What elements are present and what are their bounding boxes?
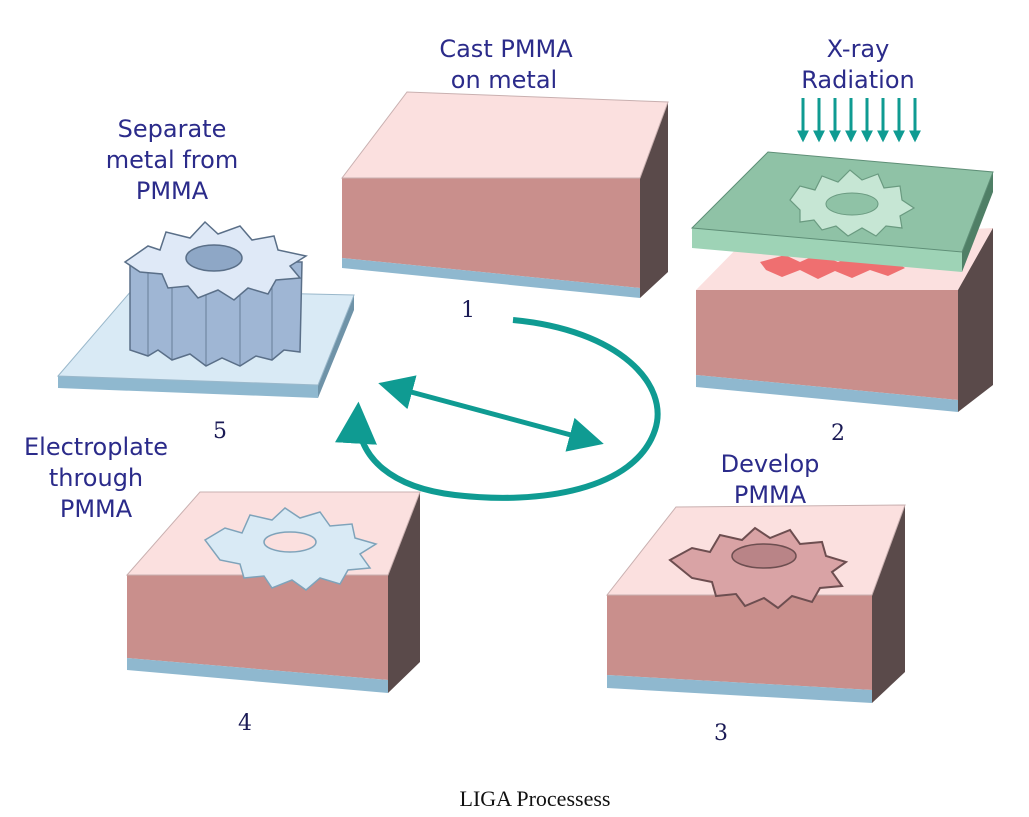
exposed-gear-pattern [760,254,905,279]
pmma-top-face [340,91,669,179]
mask-gear-hub [825,192,879,216]
metal-substrate [127,658,388,693]
step-2-block [690,151,994,412]
cavity-hub [731,543,797,569]
step-5-label-line-1: Separate [118,115,227,143]
metal-base-side [318,295,354,398]
step-3-number: 3 [714,721,728,746]
step-1-label-line-2: on metal [451,66,557,94]
step-3-label-line-2: PMMA [734,481,807,509]
step-2-label-line-2: Radiation [801,66,914,94]
step-5-block [56,220,355,398]
step-2-label: X-ray Radiation [801,35,914,94]
step-4-label-line-2: through [49,464,143,492]
step-3-block [605,504,906,703]
step-5-number: 5 [213,419,227,444]
xray-arrows [797,98,921,143]
step-4-label-line-1: Electroplate [24,433,168,461]
step-3-label-line-1: Develop [721,450,820,478]
gear-hub-hole [185,244,243,272]
pmma-front-face [342,178,640,288]
step-3-label: Develop PMMA [721,450,820,509]
step-1-label-line-1: Cast PMMA [439,35,573,63]
step-5-label: Separate metal from PMMA [106,115,238,205]
double-headed-arrow [378,375,604,452]
metal-substrate [607,675,872,703]
mask-front-face [692,228,962,272]
step-1-number: 1 [461,298,475,323]
gear-hub [263,531,317,553]
pmma-front-face [696,290,958,400]
step-2-number: 2 [831,421,845,446]
metal-substrate [696,375,958,412]
step-4-number: 4 [238,711,252,736]
pmma-front-face [607,595,872,690]
step-1-label: Cast PMMA on metal [439,35,573,94]
metal-base-front [58,376,318,398]
step-4-label-line-3: PMMA [60,495,133,523]
step-4-label: Electroplate through PMMA [24,433,168,523]
step-4-block [125,491,421,693]
step-1-block [340,91,669,298]
figure-caption: LIGA Processess [460,786,611,811]
step-5-label-line-3: PMMA [136,177,209,205]
cycle-arrow [335,317,661,501]
step-2-label-line-1: X-ray [827,35,890,63]
mask-side-face [962,172,993,272]
metal-substrate [342,258,640,298]
pmma-front-face [127,575,388,680]
step-5-label-line-2: metal from [106,146,238,174]
